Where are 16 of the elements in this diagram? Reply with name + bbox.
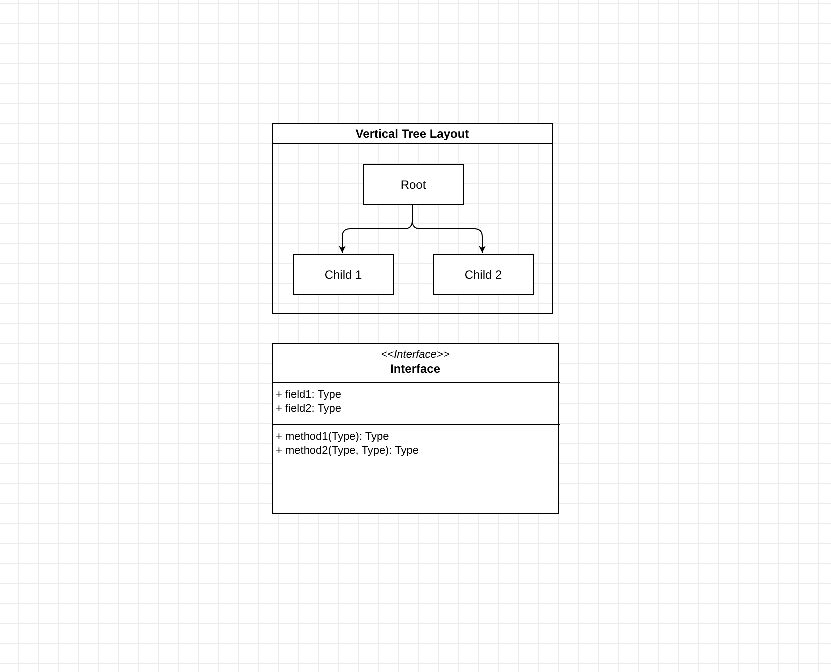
node-label: Root xyxy=(400,176,426,194)
node-label: Child 1 xyxy=(324,266,362,284)
container-title: Vertical Tree Layout xyxy=(356,126,470,142)
container-box xyxy=(272,123,553,314)
class-name: Interface xyxy=(390,362,441,376)
process-box xyxy=(293,254,394,295)
class-box xyxy=(272,343,559,514)
process-box xyxy=(363,164,464,205)
process-box xyxy=(433,254,534,295)
member-text: + field2: Type xyxy=(276,402,343,416)
member-text: + method1(Type): Type xyxy=(276,430,390,444)
member-text: + field1: Type xyxy=(276,388,343,402)
node-label: Child 2 xyxy=(464,266,502,284)
connector-arrow xyxy=(412,204,486,254)
stereotype-label: <<Interface>> xyxy=(381,348,450,362)
member-text: + method2(Type, Type): Type xyxy=(276,444,420,458)
